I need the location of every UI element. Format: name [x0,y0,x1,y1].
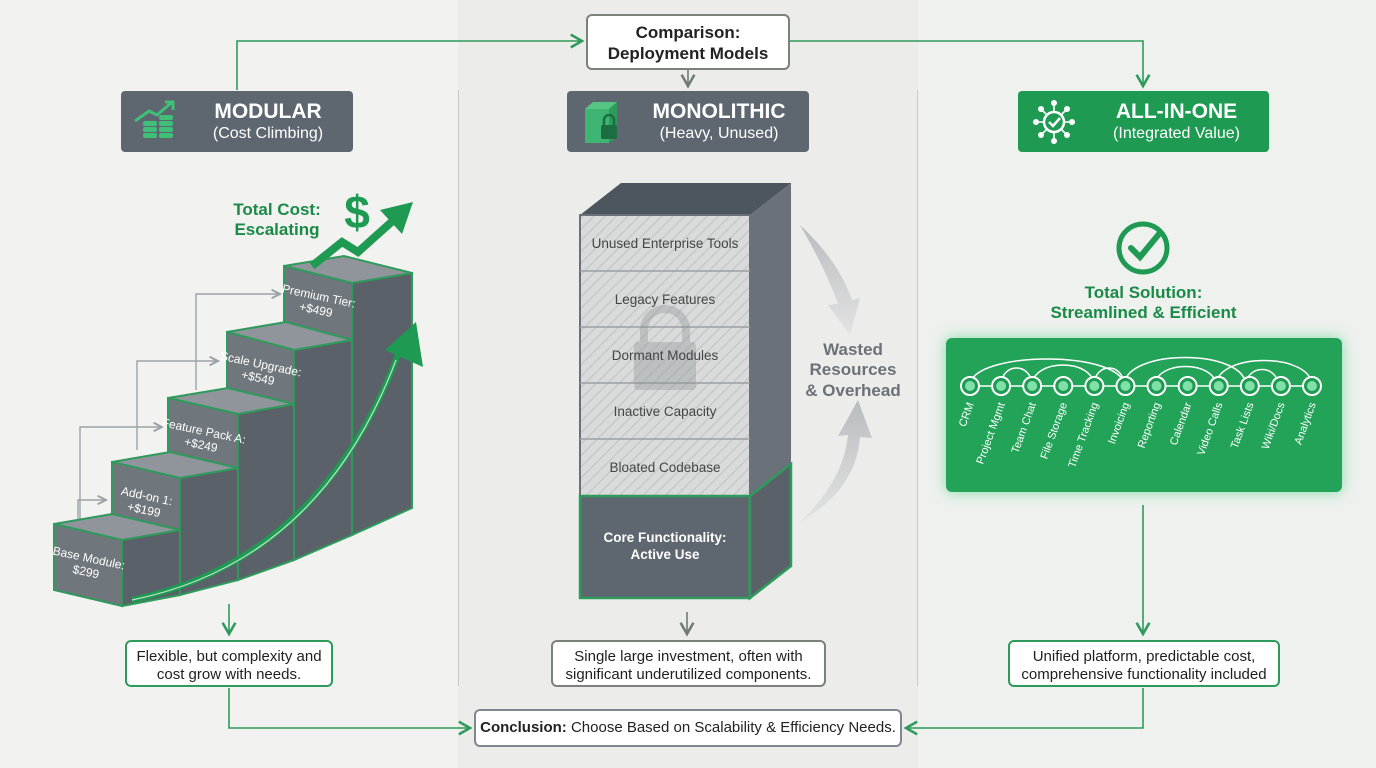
feature-node-core [1058,381,1069,391]
feature-label: Analytics [1292,400,1319,446]
comparison-title-line1: Comparison: [635,23,741,42]
layer-5-label: Bloated Codebase [609,460,720,475]
feature-label: Reporting [1136,401,1164,450]
feature-label: File Storage [1039,401,1071,461]
feature-node-core [1089,381,1100,391]
step3-price: +$249 [183,434,219,455]
network-check-icon [1033,99,1075,144]
monolithic-note-line2: significant underutilized components. [565,666,812,683]
step-base-module [53,512,181,608]
step4-price: +$549 [240,367,276,388]
layer-4-label: Inactive Capacity [614,404,717,419]
feature-node-core [996,381,1007,391]
feature-label: Invoicing [1106,401,1132,446]
layer-3-label: Dormant Modules [612,348,719,363]
locked-block-icon [585,101,617,143]
modular-subtitle: (Cost Climbing) [212,124,324,142]
allinone-subtitle: (Integrated Value) [1113,124,1240,142]
core-label-line2: Active Use [630,547,700,562]
escalating-arrow-icon [309,215,399,270]
step5-price: +$499 [298,299,334,320]
feature-node-core [965,381,975,391]
conclusion-box: Conclusion: Choose Based on Scalability … [474,709,902,747]
waste-label-line1: Wasted [823,340,883,359]
modular-note-line2: cost grow with needs. [156,666,302,683]
conclusion-label: Conclusion: [480,719,567,736]
step1-price: $299 [71,562,100,581]
modular-staircase: Base Module: $299 Add-on 1: +$199 Featur… [51,186,423,608]
monolith-block: Unused Enterprise Tools Legacy Features … [578,183,901,601]
comparison-title-line2: Deployment Models [607,44,769,63]
monolithic-note-line1: Single large investment, often with [574,648,803,665]
divider-right [917,90,918,686]
feature-label: Video Calls [1195,400,1225,457]
dollar-icon: $ [344,186,370,238]
core-label-line1: Core Functionality: [603,530,726,545]
monolithic-note: Single large investment, often with sign… [551,640,826,687]
feature-label: Project Mgmt [974,401,1007,466]
arrow-aio-conclusion [903,688,1144,736]
modular-cost-title-line2: Escalating [234,220,320,239]
modular-header: MODULAR (Cost Climbing) [121,91,353,152]
padlock-icon [634,305,696,390]
solution-title-line1: Total Solution: [1084,283,1203,302]
check-circle-icon [1116,221,1170,275]
feature-node-core [1307,381,1317,391]
waste-arrow-top [800,225,860,335]
waste-arrow-bottom [800,400,872,522]
allinone-note-line1: Unified platform, predictable cost, [1032,648,1256,665]
modular-note: Flexible, but complexity and cost grow w… [125,640,333,687]
cost-growth-arrow [131,353,401,603]
monolithic-header: MONOLITHIC (Heavy, Unused) [567,91,809,152]
feature-node-core [1244,381,1255,391]
feature-node-core [1182,381,1193,391]
arrow-to-header [236,33,585,90]
feature-node-core [1275,381,1286,391]
feature-label: CRM [957,401,977,429]
feature-label: Time Tracking [1066,401,1101,470]
modular-title: MODULAR [214,99,322,123]
arrow-modular-conclusion [228,688,473,736]
allinone-note-line2: comprehensive functionality included [1021,666,1267,683]
feature-label: Wiki/Docs [1260,400,1288,451]
feature-node-core [1120,381,1131,391]
feature-node-core [1027,381,1038,391]
feature-label: Calendar [1168,401,1195,447]
waste-label-line2: Resources [810,360,897,379]
layer-2-label: Legacy Features [615,292,716,307]
layer-1-label: Unused Enterprise Tools [592,236,739,251]
step2-price: +$199 [126,499,162,520]
solution-title: Total Solution: Streamlined & Efficient [1018,283,1269,323]
divider-left [458,90,459,686]
comparison-title-box: Comparison: Deployment Models [586,14,790,70]
monolithic-title: MONOLITHIC [652,99,786,123]
conclusion-text: Choose Based on Scalability & Efficiency… [566,719,896,736]
allinone-title: ALL-IN-ONE [1115,99,1238,123]
coin-stack-chart-icon [134,100,175,138]
solution-title-line2: Streamlined & Efficient [1050,303,1237,322]
feature-node-core [1213,381,1224,391]
arrow-to-allinone [790,40,1151,89]
waste-label-line3: & Overhead [805,381,900,400]
modular-cost-title-line1: Total Cost: [233,200,321,219]
modular-cost-title: Total Cost: Escalating [210,200,344,240]
modular-note-line1: Flexible, but complexity and [136,648,322,665]
feature-label: Team Chat [1010,401,1039,455]
monolithic-subtitle: (Heavy, Unused) [659,124,779,142]
allinone-header: ALL-IN-ONE (Integrated Value) [1018,91,1269,152]
feature-label: Task Lists [1229,400,1257,450]
allinone-note: Unified platform, predictable cost, comp… [1008,640,1280,687]
feature-node-core [1151,381,1162,391]
